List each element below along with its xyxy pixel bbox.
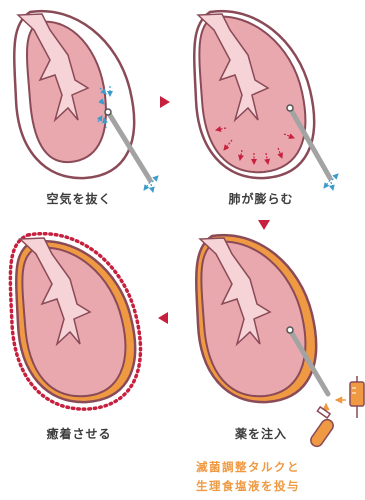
panel-air-removal (14, 11, 158, 192)
tube-insertion-point (105, 109, 111, 115)
panel-adhesion (10, 234, 140, 409)
tube-insertion-point (287, 105, 293, 111)
panel-inject-medicine (196, 235, 364, 449)
medicine-note: 滅菌調整タルクと 生理食塩液を投与 (196, 458, 346, 496)
medicine-note-line-2: 生理食塩液を投与 (196, 477, 346, 496)
step-arrow-3-to-4 (158, 312, 168, 324)
step-arrow-2-to-3 (258, 220, 270, 230)
step-label-inject-medicine: 薬を注入 (196, 425, 326, 442)
medicine-note-line-1: 滅菌調整タルクと (196, 458, 346, 477)
step-arrow-1-to-2 (160, 96, 170, 108)
step-label-lung-expands: 肺が膨らむ (196, 190, 326, 207)
tube-insertion-point (287, 327, 293, 333)
step-label-remove-air: 空気を抜く (14, 190, 144, 207)
step-label-adhesion: 癒着させる (14, 425, 144, 442)
panel-lung-reexpands (194, 11, 338, 190)
iv-bag-icon (350, 376, 364, 418)
